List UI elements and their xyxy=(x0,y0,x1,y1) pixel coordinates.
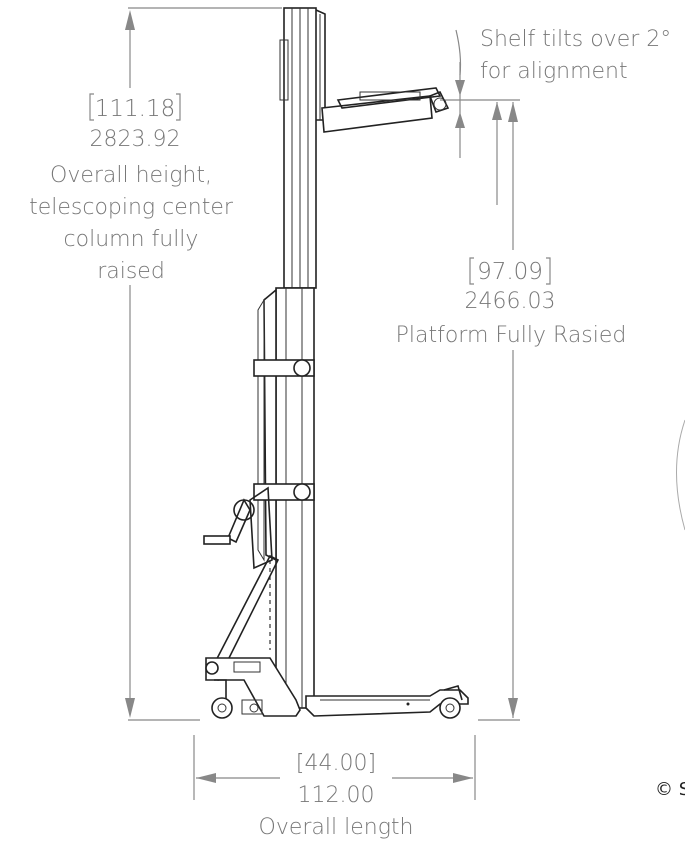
shelf-tilt-line2: for alignment xyxy=(480,59,628,84)
platform-inch-bracket-right xyxy=(546,257,551,285)
crank-arm xyxy=(226,498,251,544)
platform-arrow-top xyxy=(508,102,518,122)
rear-caster-fork xyxy=(214,679,227,700)
height-mm-value: 2823.92 xyxy=(90,127,181,152)
platform-arrow-bottom xyxy=(508,698,518,718)
height-caption-line1: Overall height, xyxy=(50,163,212,188)
height-inch-bracket-left xyxy=(89,93,94,121)
height-inch-bracket-right xyxy=(176,93,181,121)
copyright-text: © S xyxy=(655,779,685,800)
height-inches-value: 111.18 xyxy=(95,96,175,122)
overall-length-dimension xyxy=(193,735,476,800)
overall-height-dimension xyxy=(125,7,282,721)
platform-inch-bracket-left xyxy=(469,257,474,285)
lift-machine xyxy=(203,7,469,719)
detail-circle-arc xyxy=(676,419,685,531)
platform-caption: Platform Fully Rasied xyxy=(396,323,627,348)
height-arrow-bottom xyxy=(125,698,135,718)
height-caption-line2: telescoping center xyxy=(29,195,234,220)
tilt-leader-arc xyxy=(455,29,462,76)
crank-handle xyxy=(203,535,231,545)
length-inches-value: [44.00] xyxy=(296,751,376,776)
height-caption-line3: column fully xyxy=(64,227,199,252)
platform-mm-value: 2466.03 xyxy=(465,289,556,314)
length-caption: Overall length xyxy=(259,815,414,840)
height-caption-line4: raised xyxy=(97,259,165,284)
height-arrow-top xyxy=(125,10,135,30)
base-rail xyxy=(305,689,469,717)
rear-caster-wheel xyxy=(211,697,233,719)
front-caster-wheel xyxy=(439,697,461,719)
front-caster-fork xyxy=(443,685,463,701)
shelf-tilt-line1: Shelf tilts over 2° xyxy=(480,27,671,52)
platform-inches-value: 97.09 xyxy=(477,259,543,285)
length-mm-value: 112.00 xyxy=(298,783,375,808)
platform-height-dimension xyxy=(440,29,520,721)
